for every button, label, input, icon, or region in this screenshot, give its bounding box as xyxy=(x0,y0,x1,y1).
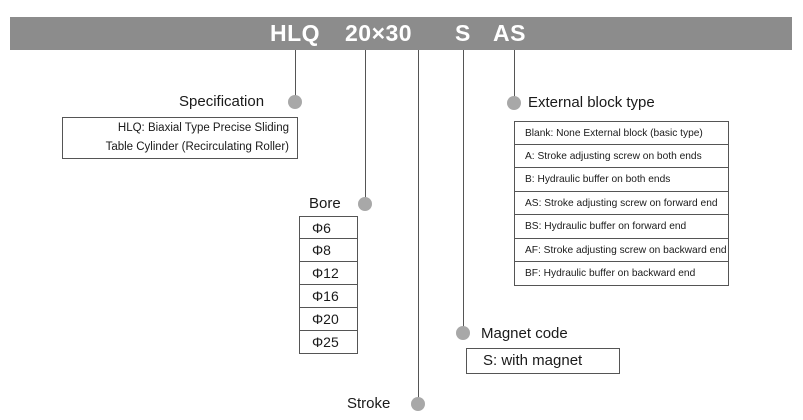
model-code-banner xyxy=(10,17,792,50)
bore-option: Φ25 xyxy=(299,331,358,354)
specification-line-1: HLQ: Biaxial Type Precise Sliding xyxy=(117,122,289,134)
external-block-options-table: Blank: None External block (basic type) … xyxy=(514,121,729,286)
stroke-bullet-dot xyxy=(411,397,425,411)
bore-options-table: Φ6 Φ8 Φ12 Φ16 Φ20 Φ25 xyxy=(299,216,358,354)
specification-line-2: Table Cylinder (Recirculating Roller) xyxy=(105,141,289,153)
bore-connector-vertical xyxy=(365,50,366,204)
bore-option: Φ20 xyxy=(299,308,358,331)
bore-option: Φ12 xyxy=(299,262,358,285)
external-connector-vertical xyxy=(514,50,515,103)
external-block-option: BF: Hydraulic buffer on backward end xyxy=(514,262,729,286)
specification-box: HLQ: Biaxial Type Precise Sliding Table … xyxy=(62,117,298,159)
stroke-label: Stroke xyxy=(347,395,391,412)
code-magnet: S xyxy=(455,20,471,46)
code-bore-stroke: 20×30 xyxy=(345,20,413,46)
spec-connector-vertical xyxy=(295,50,296,102)
external-block-label: External block type xyxy=(528,94,655,111)
code-series: HLQ xyxy=(270,20,321,46)
bore-bullet-dot xyxy=(358,197,372,211)
external-block-option: A: Stroke adjusting screw on both ends xyxy=(514,144,729,168)
code-external-block: AS xyxy=(493,20,526,46)
magnet-code-label: Magnet code xyxy=(481,325,568,342)
magnet-connector-vertical xyxy=(463,50,464,333)
external-bullet-dot xyxy=(507,96,521,110)
spec-bullet-dot xyxy=(288,95,302,109)
magnet-bullet-dot xyxy=(456,326,470,340)
external-block-option: AF: Stroke adjusting screw on backward e… xyxy=(514,238,729,262)
external-block-option: Blank: None External block (basic type) xyxy=(514,121,729,145)
bore-option: Φ6 xyxy=(299,216,358,239)
specification-label: Specification xyxy=(179,93,265,110)
external-block-option: B: Hydraulic buffer on both ends xyxy=(514,168,729,192)
bore-option: Φ16 xyxy=(299,285,358,308)
external-block-option: AS: Stroke adjusting screw on forward en… xyxy=(514,191,729,215)
stroke-connector-vertical xyxy=(418,50,419,404)
magnet-option-box: S: with magnet xyxy=(466,348,620,374)
bore-label: Bore xyxy=(309,195,341,212)
bore-option: Φ8 xyxy=(299,239,358,262)
external-block-option: BS: Hydraulic buffer on forward end xyxy=(514,215,729,239)
